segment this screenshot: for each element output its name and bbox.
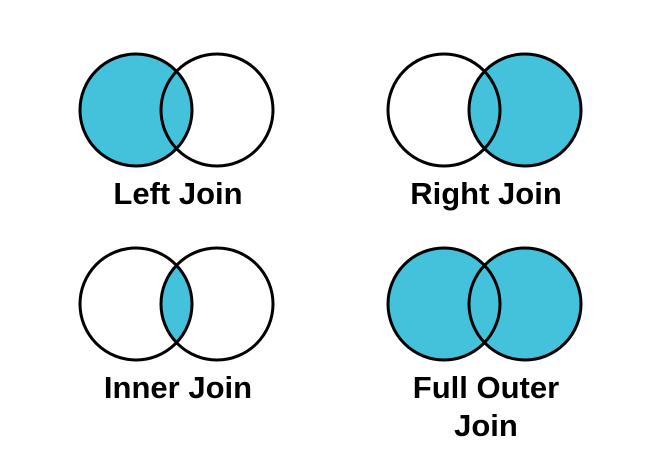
venn-right-join: Right Join — [386, 50, 586, 213]
left-circle-outline — [386, 52, 502, 168]
left-circle-fill — [388, 248, 500, 360]
right-circle-outline — [467, 246, 583, 362]
right-circle-outline — [159, 52, 275, 168]
venn-inner-join: Inner Join — [78, 244, 278, 407]
venn-diagram — [78, 52, 275, 168]
right-circle-fill — [161, 54, 273, 166]
venn-left-join: Left Join — [78, 50, 278, 213]
venn-diagram — [78, 246, 275, 362]
venn-diagram — [386, 246, 583, 362]
right-circle-fill — [161, 248, 273, 360]
left-circle-fill — [80, 54, 192, 166]
left-circle-outline — [78, 52, 194, 168]
left-circle-outline — [78, 246, 194, 362]
right-circle-outline — [159, 246, 275, 362]
left-circle-fill — [388, 54, 500, 166]
right-circle-outline — [467, 52, 583, 168]
full-outer-join-label: Full Outer Join — [412, 370, 560, 443]
venn-diagram — [386, 52, 583, 168]
left-circle-outline — [386, 246, 502, 362]
left-join-label: Left Join — [113, 176, 243, 211]
left-circle-fill — [80, 248, 192, 360]
right-circle-fill — [469, 54, 581, 166]
venn-full-outer-join: Full Outer Join — [386, 244, 586, 445]
right-join-label: Right Join — [410, 176, 562, 211]
inner-join-label: Inner Join — [103, 370, 253, 405]
right-circle-fill — [469, 248, 581, 360]
